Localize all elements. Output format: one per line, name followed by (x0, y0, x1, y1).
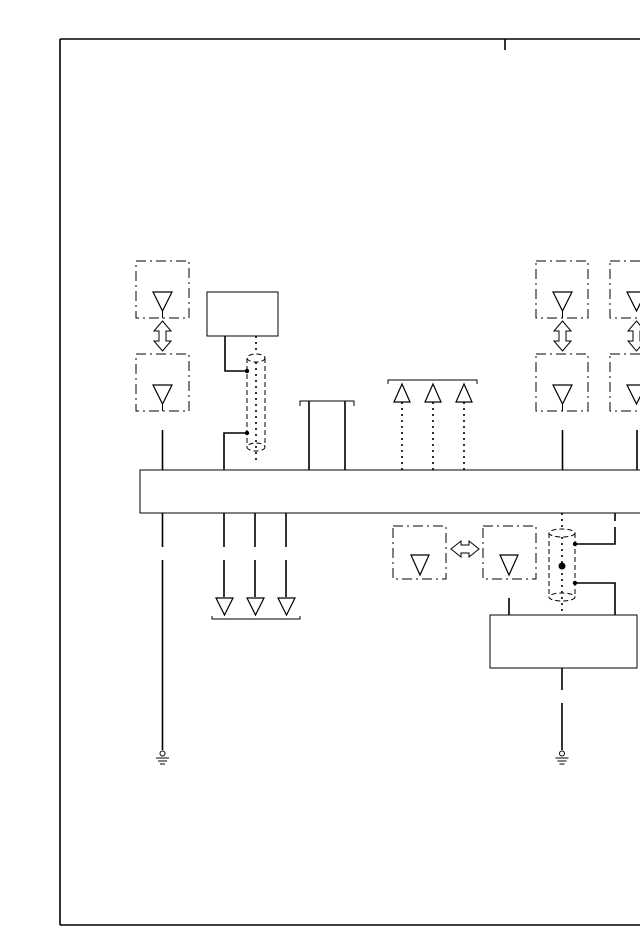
terminal-triangle (424, 382, 442, 403)
wire (575, 582, 616, 615)
terminal-triangle (455, 382, 473, 403)
terminal-triangle (246, 597, 265, 617)
double-arrow-vertical-far-right (626, 320, 640, 352)
terminal-triangle (277, 597, 296, 617)
terminal-triangle (626, 291, 640, 313)
terminal-triangle (626, 384, 640, 406)
module-box-small (206, 291, 279, 337)
module-box-large (489, 614, 638, 669)
frame-border (59, 38, 640, 926)
double-arrow-horizontal (450, 539, 480, 559)
terminal-triangle (552, 291, 573, 313)
terminal-triangle (410, 554, 430, 577)
connector-block-top-far-right (609, 260, 640, 319)
connector-block-top-right (535, 260, 589, 319)
wire (575, 527, 616, 545)
shielded-cable-right (548, 513, 578, 614)
terminal-triangle (152, 291, 173, 313)
terminal-triangle (499, 554, 519, 577)
main-bus-bar (139, 469, 640, 514)
connector-block-lower-left (392, 525, 447, 580)
connector-block-lower-right (482, 525, 537, 580)
terminal-triangle (393, 382, 411, 403)
connector-block-bottom-far-right (609, 353, 640, 412)
triangle-terminal-group-bottom (211, 513, 301, 620)
double-arrow-vertical-right (552, 320, 573, 352)
terminal-triangle (552, 384, 573, 406)
connector-block-bottom-right (535, 353, 589, 412)
connector-block-top-left (135, 260, 190, 319)
terminal-triangle (215, 597, 234, 617)
double-arrow-vertical-left (152, 320, 173, 352)
ground-symbol-right (555, 750, 569, 765)
wire (223, 432, 247, 470)
shielded-cable-left (244, 353, 266, 463)
ground-symbol-left (156, 750, 169, 765)
triangle-terminal-group-top (387, 379, 478, 470)
connector-block-bottom-left (135, 353, 190, 412)
terminal-triangle (152, 384, 173, 406)
wire (224, 336, 247, 372)
bracket-connector (299, 400, 355, 470)
